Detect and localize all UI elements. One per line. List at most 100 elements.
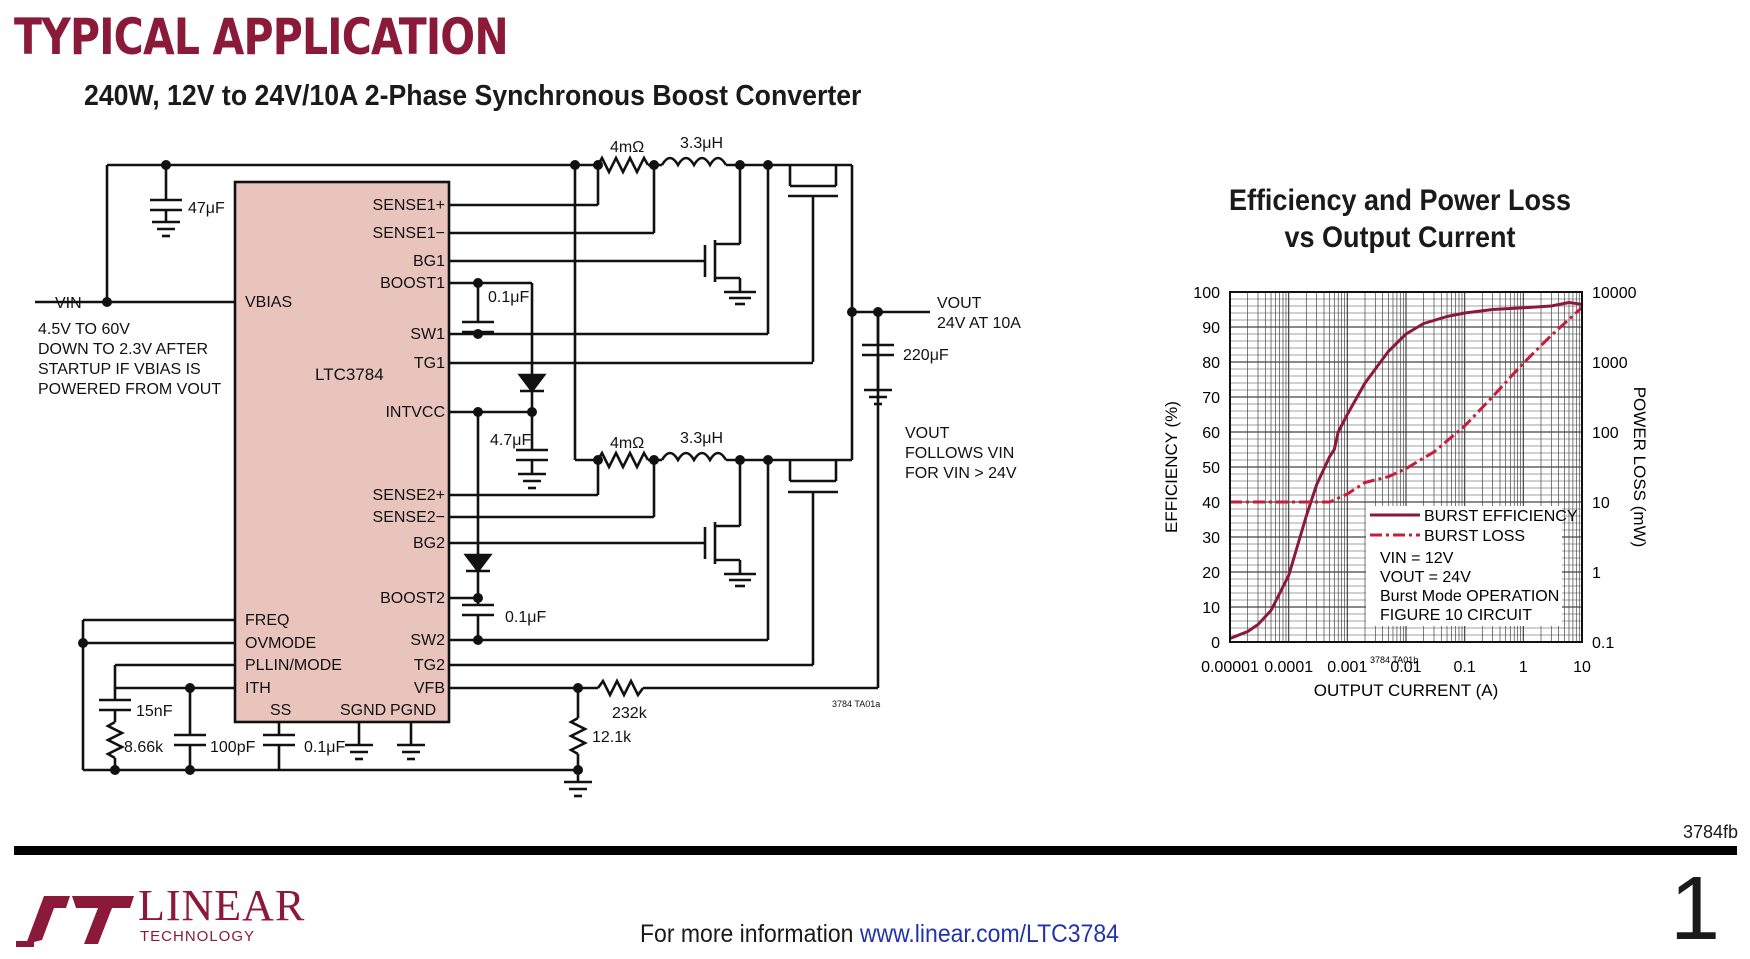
vin-note-4: POWERED FROM VOUT xyxy=(38,381,221,398)
y2-tick-label: 1000 xyxy=(1592,355,1628,372)
y-tick-label: 60 xyxy=(1202,425,1220,442)
vout-label: VOUT xyxy=(937,295,982,312)
footer-info-text: For more information xyxy=(640,920,860,948)
vin-label: VIN xyxy=(55,295,82,312)
annotation-vin: VIN = 12V xyxy=(1380,550,1454,567)
x-tick-label: 0.0001 xyxy=(1264,659,1313,676)
vin-note-1: 4.5V TO 60V xyxy=(38,321,130,338)
pin-sgnd: SGND xyxy=(340,702,386,719)
legend-label-loss: BURST LOSS xyxy=(1424,528,1525,545)
cin-value: 47μF xyxy=(188,200,225,217)
y-tick-label: 10 xyxy=(1202,600,1220,617)
c-ss-value: 0.1μF xyxy=(304,739,345,756)
pin-boost2: BOOST2 xyxy=(380,590,445,607)
pin-tg2: TG2 xyxy=(414,657,445,674)
pin-sense2p: SENSE2+ xyxy=(373,487,445,504)
chart-figure-code: 3784 TA01b xyxy=(1370,655,1418,665)
loss-series-line xyxy=(1230,306,1584,504)
schematic: LTC3784 SENSE1+ SENSE1− BG1 BOOST1 SW1 T… xyxy=(35,135,1021,798)
chart-title: Efficiency and Power Loss vs Output Curr… xyxy=(1166,182,1634,256)
l1-value: 3.3μH xyxy=(680,135,723,152)
y-tick-label: 100 xyxy=(1193,285,1220,302)
chart-title-line-1: Efficiency and Power Loss xyxy=(1228,184,1572,217)
pin-sw2: SW2 xyxy=(410,632,445,649)
c-ith2-value: 100pF xyxy=(210,739,256,756)
vout-note-2: FOLLOWS VIN xyxy=(905,445,1014,462)
y-tick-label: 50 xyxy=(1202,460,1220,477)
pin-sw1: SW1 xyxy=(410,326,445,343)
pin-ith: ITH xyxy=(245,680,271,697)
cintvcc-value: 4.7μF xyxy=(490,432,531,449)
vout-note-3: FOR VIN > 24V xyxy=(905,465,1017,482)
pin-sense2n: SENSE2− xyxy=(373,509,445,526)
x-axis-label: OUTPUT CURRENT (A) xyxy=(1314,681,1499,700)
y2-tick-label: 0.1 xyxy=(1592,635,1614,652)
pin-sense1p: SENSE1+ xyxy=(373,197,445,214)
schematic-figure-code: 3784 TA01a xyxy=(832,699,880,709)
x-tick-label: 0.00001 xyxy=(1201,659,1259,676)
pin-intvcc: INTVCC xyxy=(385,404,445,421)
efficiency-series-line xyxy=(1229,301,1583,640)
annotation-circuit: FIGURE 10 CIRCUIT xyxy=(1380,607,1532,624)
y2-tick-label: 10000 xyxy=(1592,285,1637,302)
vout-note-1: VOUT xyxy=(905,425,950,442)
r-ith-value: 8.66k xyxy=(124,739,164,756)
x-tick-label: 0.001 xyxy=(1327,659,1367,676)
page-number: 1 xyxy=(1669,859,1720,959)
pin-freq: FREQ xyxy=(245,612,289,629)
cout-value: 220μF xyxy=(903,347,949,364)
y-tick-label: 70 xyxy=(1202,390,1220,407)
pin-vfb: VFB xyxy=(414,680,445,697)
y-tick-label: 40 xyxy=(1202,495,1220,512)
x-tick-label: 10 xyxy=(1573,659,1591,676)
vin-note-3: STARTUP IF VBIAS IS xyxy=(38,361,201,378)
rfb-top-value: 232k xyxy=(612,705,648,722)
pin-vbias: VBIAS xyxy=(245,294,292,311)
pin-bg2: BG2 xyxy=(413,535,445,552)
pin-pgnd: PGND xyxy=(390,702,436,719)
y-axis-label: EFFICIENCY (%) xyxy=(1162,401,1181,533)
linear-logo-icon xyxy=(16,896,134,947)
x-tick-label: 0.1 xyxy=(1454,659,1476,676)
plot-frame xyxy=(1229,291,1583,643)
logo-subtitle: TECHNOLOGY xyxy=(140,928,256,945)
chart-series xyxy=(1229,301,1584,640)
footer-info: For more information www.linear.com/LTC3… xyxy=(640,920,1119,949)
y-tick-label: 90 xyxy=(1202,320,1220,337)
pin-tg1: TG1 xyxy=(414,355,445,372)
legend-box xyxy=(1366,506,1562,626)
rsense1-value: 4mΩ xyxy=(610,139,644,156)
rfb-bot-value: 12.1k xyxy=(592,729,632,746)
y-tick-label: 30 xyxy=(1202,530,1220,547)
circuit-title: 240W, 12V to 24V/10A 2-Phase Synchronous… xyxy=(84,80,862,112)
ic-name: LTC3784 xyxy=(315,365,384,384)
y-tick-label: 20 xyxy=(1202,565,1220,582)
pin-boost1: BOOST1 xyxy=(380,275,445,292)
chart-title-line-2: vs Output Current xyxy=(1284,221,1516,254)
annotation-mode: Burst Mode OPERATION xyxy=(1380,588,1559,605)
legend-label-efficiency: BURST EFFICIENCY xyxy=(1424,508,1578,525)
pin-ovmode: OVMODE xyxy=(245,635,316,652)
cboost2-value: 0.1μF xyxy=(505,609,546,626)
c-ith-value: 15nF xyxy=(136,703,173,720)
l2-value: 3.3μH xyxy=(680,430,723,447)
y2-tick-label: 100 xyxy=(1592,425,1619,442)
doc-code: 3784fb xyxy=(1682,822,1738,842)
cboost1-value: 0.1μF xyxy=(488,289,529,306)
y-tick-label: 0 xyxy=(1211,635,1220,652)
y2-tick-label: 10 xyxy=(1592,495,1610,512)
pin-ss: SS xyxy=(270,702,291,719)
y2-axis-label: POWER LOSS (mW) xyxy=(1630,387,1649,548)
rsense2-value: 4mΩ xyxy=(610,435,644,452)
vout-spec: 24V AT 10A xyxy=(937,315,1021,332)
x-tick-label: 0.01 xyxy=(1390,659,1421,676)
x-tick-label: 1 xyxy=(1519,659,1528,676)
pin-sense1n: SENSE1− xyxy=(373,225,445,242)
logo-wordmark: LINEAR xyxy=(138,881,306,930)
y2-tick-label: 1 xyxy=(1592,565,1601,582)
footer-link[interactable]: www.linear.com/LTC3784 xyxy=(859,920,1119,948)
pin-pllin: PLLIN/MODE xyxy=(245,657,342,674)
y-tick-label: 80 xyxy=(1202,355,1220,372)
